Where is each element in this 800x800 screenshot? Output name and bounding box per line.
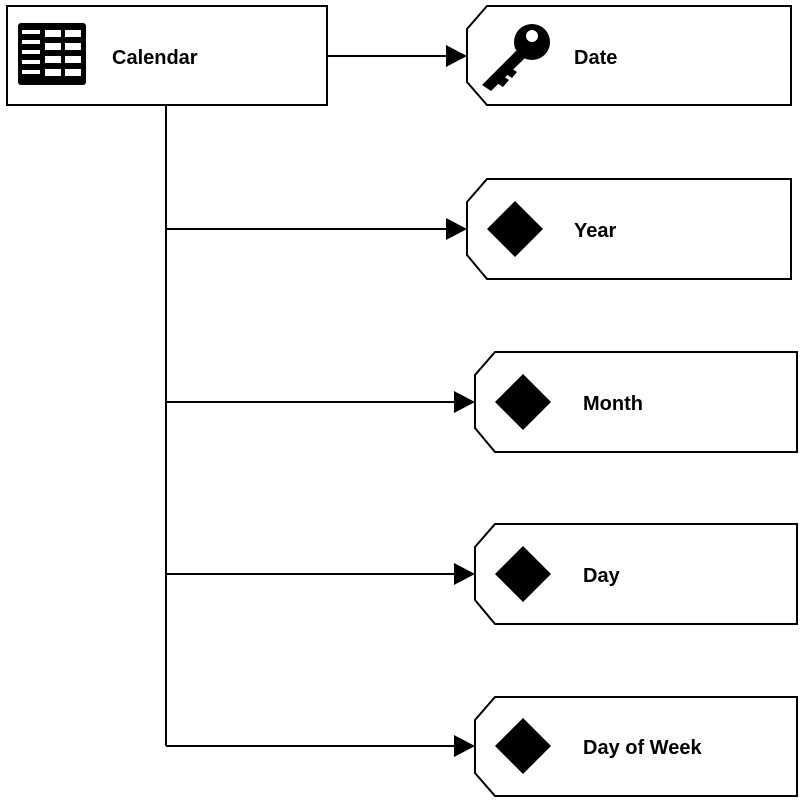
attribute-date[interactable]: Date <box>466 5 792 106</box>
arrowhead-day <box>454 563 475 585</box>
attribute-day-of-week[interactable]: Day of Week <box>474 696 798 797</box>
attribute-day[interactable]: Day <box>474 523 798 625</box>
arrowhead-month <box>454 391 475 413</box>
arrowhead-day-of-week <box>454 735 475 757</box>
attribute-label: Day of Week <box>583 737 702 759</box>
attribute-year[interactable]: Year <box>466 178 792 280</box>
table-icon <box>18 23 86 85</box>
diamond-icon <box>495 718 551 774</box>
diamond-icon <box>495 374 551 430</box>
attribute-tag <box>474 696 798 797</box>
attribute-label: Month <box>583 393 643 415</box>
diamond-icon <box>487 201 543 257</box>
connectors <box>165 55 456 747</box>
attribute-tag <box>466 178 792 280</box>
entity-label: Calendar <box>112 47 198 69</box>
arrowhead-year <box>446 218 467 240</box>
attribute-label: Date <box>574 47 617 69</box>
attribute-tag <box>474 523 798 625</box>
attribute-tag <box>474 351 798 453</box>
arrowheads <box>446 45 475 757</box>
entity-calendar[interactable]: Calendar <box>6 5 328 106</box>
attribute-month[interactable]: Month <box>474 351 798 453</box>
attribute-label: Year <box>574 220 616 242</box>
attribute-tag <box>466 5 792 106</box>
attribute-label: Day <box>583 565 621 587</box>
arrowhead-date <box>446 45 467 67</box>
key-icon <box>482 24 550 91</box>
diamond-icon <box>495 546 551 602</box>
